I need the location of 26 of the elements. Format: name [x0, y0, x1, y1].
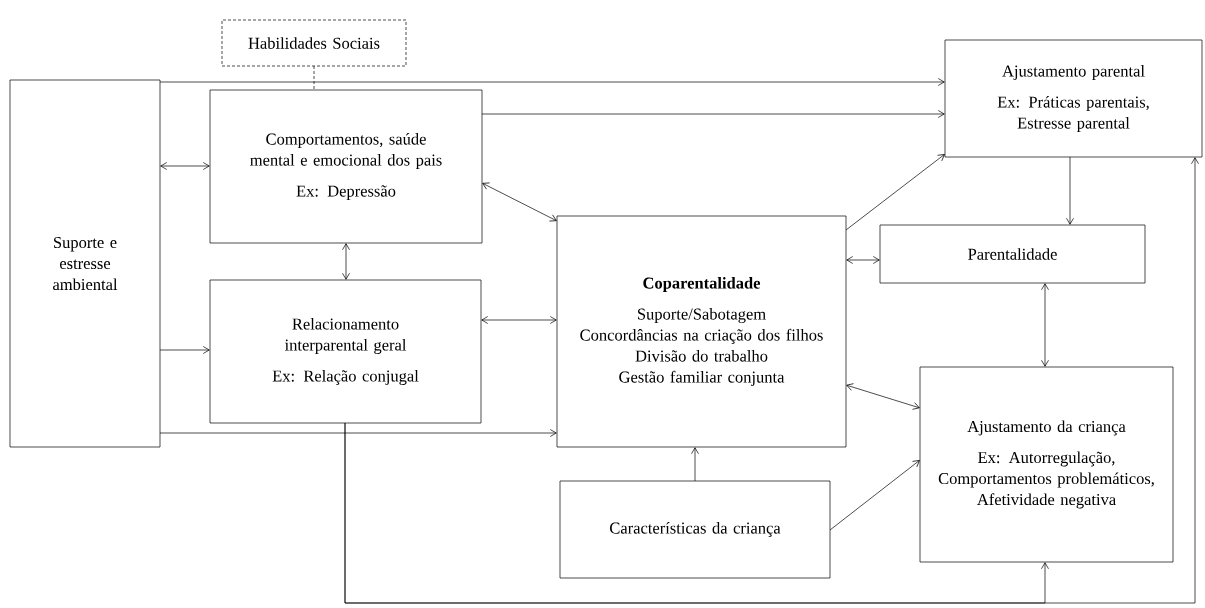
dashed-box: Habilidades Sociais — [221, 19, 407, 67]
arrow — [846, 383, 920, 410]
process-box: Ajustamento da criança Ex: Autorregulação, Comportamentos problemáticos, Afetividade negativa — [919, 366, 1174, 563]
arrow — [481, 110, 945, 118]
process-box: Suporte e estresse ambiental — [9, 79, 161, 448]
process-box: Comportamentos, saúde mental e emocional dos pais Ex: Depressão — [209, 89, 483, 244]
process-box: Coparentalidade Suporte/Sabotagem Concordâncias na criação dos filhos Divisão do trabalho Gestão familiar conjunta — [556, 215, 847, 448]
process-box: Relacionamento interparental geral Ex: Relação conjugal — [209, 279, 482, 424]
arrow — [159, 78, 945, 86]
process-box: Características da criança — [559, 480, 831, 579]
connector-line — [313, 65, 315, 91]
arrow — [691, 447, 699, 482]
arrow — [829, 460, 920, 531]
process-box: Parentalidade — [879, 224, 1146, 284]
arrow — [342, 243, 350, 280]
arrow — [1041, 283, 1049, 367]
arrow — [344, 157, 1199, 604]
arrow — [160, 162, 210, 170]
process-box: Ajustamento parental Ex: Práticas parentais, Estresse parental — [944, 39, 1203, 158]
arrow — [1066, 156, 1074, 225]
arrow — [846, 256, 880, 264]
arrow — [845, 154, 945, 231]
arrow — [159, 346, 210, 354]
arrow — [159, 429, 557, 437]
arrow — [481, 316, 557, 324]
arrow — [482, 182, 557, 222]
